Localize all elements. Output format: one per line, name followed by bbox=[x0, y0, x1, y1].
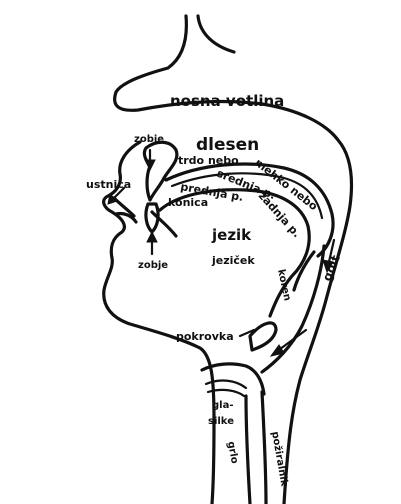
label-throat: grlo bbox=[225, 441, 240, 465]
epiglottis-shape bbox=[250, 323, 276, 350]
label-tongue: jezik bbox=[211, 226, 252, 244]
label-uvula: jeziček bbox=[211, 254, 255, 267]
label-tip: konica bbox=[168, 196, 208, 209]
label-teeth-lower: zobje bbox=[138, 260, 168, 271]
label-epiglottis: pokrovka bbox=[176, 330, 234, 343]
esophagus-line bbox=[262, 392, 266, 504]
label-hard-palate: trdo nebo bbox=[178, 154, 239, 167]
label-teeth-upper: zobje bbox=[134, 134, 164, 145]
label-vocal-cords-2: silke bbox=[208, 416, 234, 427]
label-lips: ustnica bbox=[86, 178, 131, 191]
arrow-teeth-lower bbox=[147, 232, 157, 254]
arrow-teeth-upper bbox=[145, 150, 155, 170]
label-palate: dlesen bbox=[196, 135, 259, 155]
label-vocal-cords-1: gla- bbox=[212, 400, 233, 411]
nasal-ridge bbox=[198, 16, 234, 52]
trachea-line bbox=[246, 396, 250, 504]
label-nasal-cavity: nosna votlina bbox=[170, 92, 284, 110]
